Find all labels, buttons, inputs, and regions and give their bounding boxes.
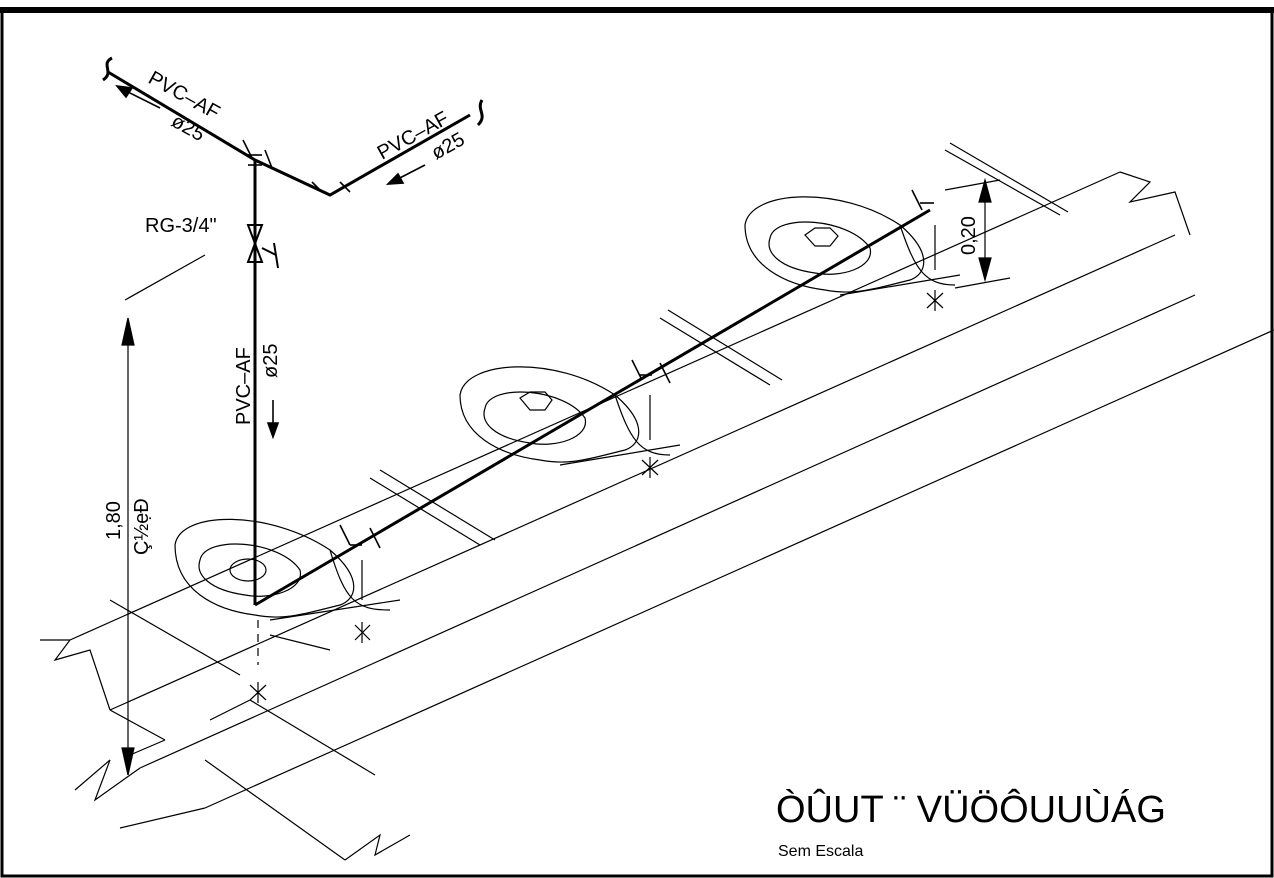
dimension-tap [944,177,1011,289]
fitting-ticks [242,139,934,549]
faucet-marks [249,225,944,703]
dimension-tap-value: 0,20 [958,216,980,255]
basin-2 [459,366,681,466]
valve-label: RG-3/4" [145,215,217,237]
pipe-label-material-vertical: PVC–AF [233,347,255,425]
pipe-network [107,70,931,607]
drawing-title: ÒÛUT ¨ VÜÖÔUUÙÁG [776,787,1166,831]
flow-arrows [115,84,426,440]
pipe-breaks [102,56,484,127]
valve-symbol [246,224,279,269]
basin-1 [174,518,401,651]
dimension-vertical [121,254,206,776]
pipe-label-diameter-vertical: ø25 [260,344,282,378]
counter-outline [40,142,1274,861]
dimension-vertical-value: 1,80 [103,501,125,540]
basin-3 [744,196,961,296]
drawing-scale: Sem Escala [778,843,863,860]
dimension-vertical-subtext: Ç½ẹÐ [131,498,153,555]
